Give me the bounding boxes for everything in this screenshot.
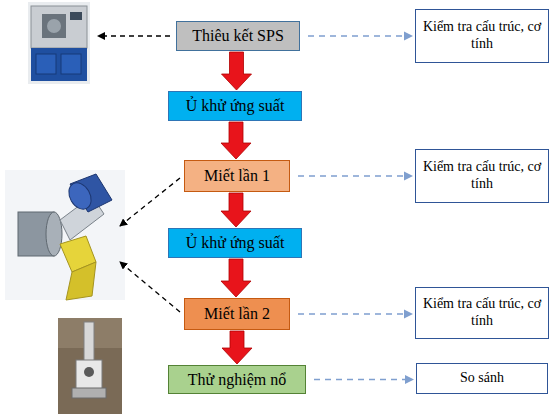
block-arrow: [222, 52, 252, 90]
burst-test-photo: [58, 318, 122, 414]
box-label: So sánh: [460, 370, 504, 387]
leader-line: [120, 262, 180, 312]
block-arrow: [222, 331, 252, 364]
box-label: Kiểm tra cấu trúc, cơ tính: [422, 296, 542, 330]
connector: [222, 331, 252, 364]
block-arrow: [221, 193, 251, 227]
connector: [221, 193, 251, 227]
block-arrow: [221, 122, 251, 159]
connector: [314, 375, 414, 384]
box-label: Thiêu kết SPS: [192, 26, 284, 45]
process-box: Miết lần 2: [184, 298, 290, 330]
connector: [308, 32, 413, 41]
connector: [221, 259, 251, 297]
box-label: Miết lần 2: [204, 304, 270, 323]
spinning-render: [5, 170, 125, 300]
process-box: Ủ khử ứng suất: [168, 91, 302, 121]
result-box: Kiểm tra cấu trúc, cơ tính: [415, 149, 549, 203]
box-label: Ủ khử ứng suất: [186, 233, 285, 252]
result-box: Kiểm tra cấu trúc, cơ tính: [415, 287, 549, 339]
process-box: Thử nghiệm nổ: [168, 365, 306, 394]
connector: [298, 172, 413, 181]
dashed-line: [314, 379, 406, 381]
arrowhead: [404, 32, 413, 41]
box-label: Miết lần 1: [204, 166, 270, 185]
box-label: Ủ khử ứng suất: [186, 96, 285, 115]
arrowhead: [405, 375, 414, 384]
dashed-line: [298, 175, 405, 177]
process-box: Thiêu kết SPS: [176, 21, 300, 51]
connector: [222, 52, 252, 90]
connector: [298, 310, 413, 319]
arrowhead: [404, 310, 413, 319]
result-box: So sánh: [416, 363, 548, 394]
sps-machine-photo: [28, 2, 90, 84]
dashed-line: [298, 313, 405, 315]
process-box: Miết lần 1: [184, 160, 290, 192]
arrowhead: [404, 172, 413, 181]
leader-line: [120, 178, 180, 226]
leader-line: [98, 35, 170, 36]
box-label: Kiểm tra cấu trúc, cơ tính: [422, 159, 542, 193]
block-arrow: [221, 259, 251, 297]
process-box: Ủ khử ứng suất: [168, 228, 302, 258]
box-label: Thử nghiệm nổ: [188, 370, 286, 389]
result-box: Kiểm tra cấu trúc, cơ tính: [415, 9, 549, 63]
connector: [221, 122, 251, 159]
box-label: Kiểm tra cấu trúc, cơ tính: [422, 19, 542, 53]
dashed-line: [308, 35, 405, 37]
